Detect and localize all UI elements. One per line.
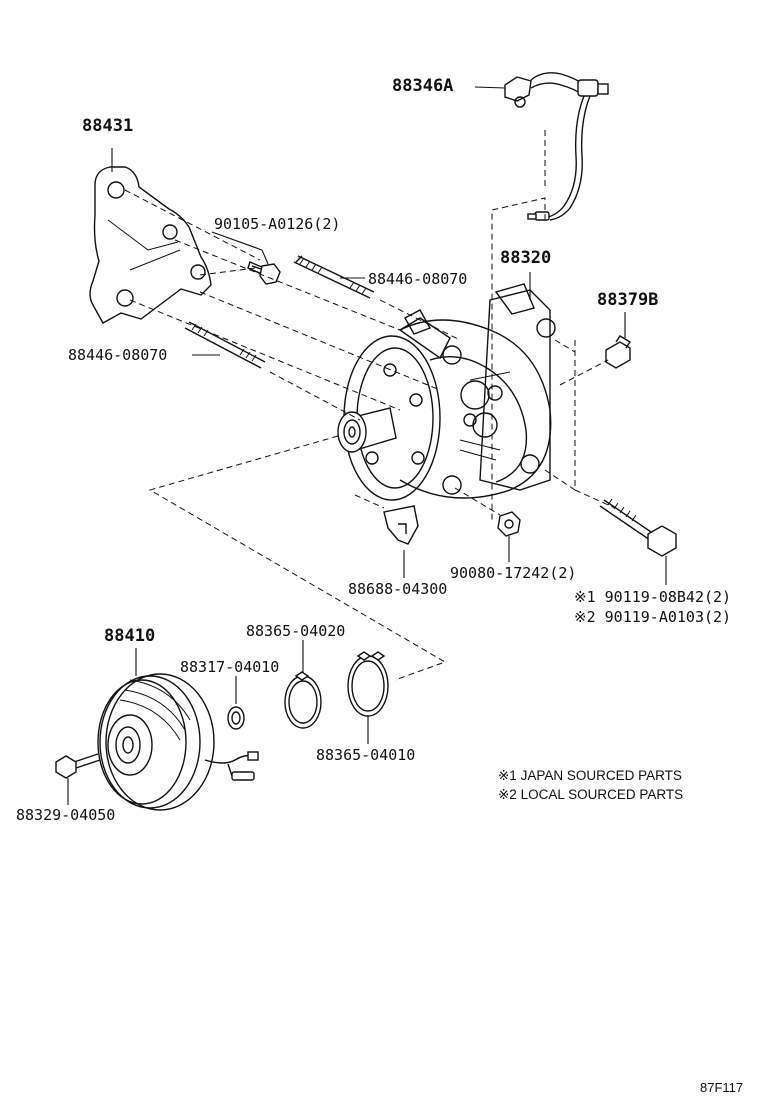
label-90119-08b42: ※1 90119-08B42(2) (574, 588, 732, 606)
pulley-88410-drawing (97, 648, 259, 811)
note-local-sourced: ※2 LOCAL SOURCED PARTS (498, 787, 684, 802)
label-90119-a0103: ※2 90119-A0103(2) (574, 608, 732, 626)
note-japan-sourced: ※1 JAPAN SOURCED PARTS (498, 768, 682, 783)
nut-90080-drawing (497, 511, 521, 562)
figure-code: 87F117 (700, 1080, 744, 1095)
sensor-88346a-drawing (474, 72, 609, 221)
shim-88317-drawing (227, 676, 245, 730)
label-88329-04050: 88329-04050 (16, 806, 116, 824)
snap-ring-88365-04020-drawing (284, 640, 322, 729)
label-88346a: 88346A (392, 76, 454, 96)
label-88446-left: 88446-08070 (68, 346, 168, 364)
label-88431: 88431 (82, 116, 134, 136)
label-88365-04020: 88365-04020 (246, 622, 346, 640)
bracket-88431-drawing (89, 148, 212, 324)
label-88410: 88410 (104, 626, 156, 646)
stud-88446-top-drawing (293, 255, 375, 299)
label-90105-a0126: 90105-A0126(2) (214, 215, 341, 233)
label-88446-top: 88446-08070 (368, 270, 468, 288)
bolt-90105-drawing (211, 231, 281, 285)
stud-88446-left-drawing (184, 321, 266, 369)
label-90080-17242: 90080-17242(2) (450, 564, 577, 582)
assembly-dashed-lines (124, 130, 616, 681)
label-88688-04300: 88688-04300 (348, 580, 448, 598)
label-88365-04010: 88365-04010 (316, 746, 416, 764)
label-88317-04010: 88317-04010 (180, 658, 280, 676)
bolt-90119-drawing (599, 498, 677, 585)
bolt-88329-drawing (55, 753, 101, 805)
label-88320: 88320 (500, 248, 552, 268)
label-88379b: 88379B (597, 290, 659, 310)
switch-88379b-drawing (605, 312, 631, 369)
connector-88688-drawing (383, 505, 419, 578)
snap-ring-88365-04010-drawing (347, 651, 389, 744)
compressor-88320-drawing (337, 272, 556, 501)
